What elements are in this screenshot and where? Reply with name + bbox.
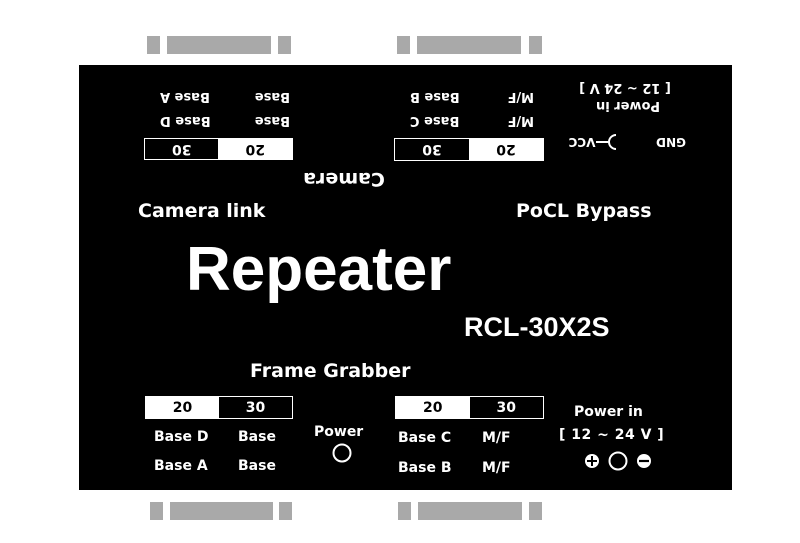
top-left-connector xyxy=(147,36,291,54)
top-right-port-box: 20 30 xyxy=(394,138,544,161)
power-led-icon xyxy=(332,443,352,463)
camera-label: Camera xyxy=(303,168,385,190)
dc-jack-icon xyxy=(596,134,617,150)
top-left-row2: Base Base D xyxy=(160,113,290,128)
top-right-box-20: 20 xyxy=(469,139,543,160)
bottom-right-row2-right: M/F xyxy=(482,460,511,476)
pocl-bypass-label: PoCL Bypass xyxy=(516,200,652,222)
power-label: Power xyxy=(314,424,364,440)
bottom-power-line2: [ 12 ~ 24 V ] xyxy=(559,427,665,443)
bottom-right-row2-left: Base B xyxy=(398,460,452,476)
top-left-box-30: 30 xyxy=(145,139,219,159)
bottom-right-port-box: 20 30 xyxy=(395,396,544,419)
bottom-left-box-30: 30 xyxy=(219,397,292,418)
negative-terminal-icon xyxy=(637,454,651,468)
bottom-left-row2-right: Base xyxy=(238,458,276,474)
frame-grabber-label: Frame Grabber xyxy=(250,360,411,382)
bottom-right-box-20: 20 xyxy=(396,397,470,418)
bottom-power-line1: Power in xyxy=(574,404,643,420)
positive-terminal-icon xyxy=(585,454,599,468)
top-right-row1: M/F Base B xyxy=(410,89,534,104)
top-gnd-label: GND xyxy=(656,135,686,149)
bottom-right-connector xyxy=(398,502,542,520)
bottom-left-row1-left: Base D xyxy=(154,429,209,445)
top-right-box-30: 30 xyxy=(395,139,469,160)
top-power-line1: [ 12 ~ 24 V ] xyxy=(579,80,671,95)
bottom-right-row1-left: Base C xyxy=(398,430,452,446)
camera-link-label: Camera link xyxy=(138,200,266,222)
top-power-line2: Power in xyxy=(596,98,660,113)
top-left-box-20: 20 xyxy=(218,139,292,159)
bottom-left-row2-left: Base A xyxy=(154,458,208,474)
title: Repeater xyxy=(186,235,452,304)
bottom-left-port-box: 20 30 xyxy=(145,396,293,419)
bottom-right-row1-right: M/F xyxy=(482,430,511,446)
bottom-left-connector xyxy=(150,502,292,520)
center-pin-icon xyxy=(608,451,628,471)
top-left-port-box: 20 30 xyxy=(144,138,293,160)
bottom-left-row1-right: Base xyxy=(238,429,276,445)
top-right-connector xyxy=(397,36,542,54)
bottom-right-box-30: 30 xyxy=(469,397,543,418)
device-panel xyxy=(79,65,732,490)
bottom-left-box-20: 20 xyxy=(146,397,219,418)
top-vcc-label: VCC xyxy=(568,135,596,149)
model-number: RCL-30X2S xyxy=(464,312,610,342)
top-left-row1: Base Base A xyxy=(160,89,290,104)
top-right-row2: M/F Base C xyxy=(410,113,534,128)
